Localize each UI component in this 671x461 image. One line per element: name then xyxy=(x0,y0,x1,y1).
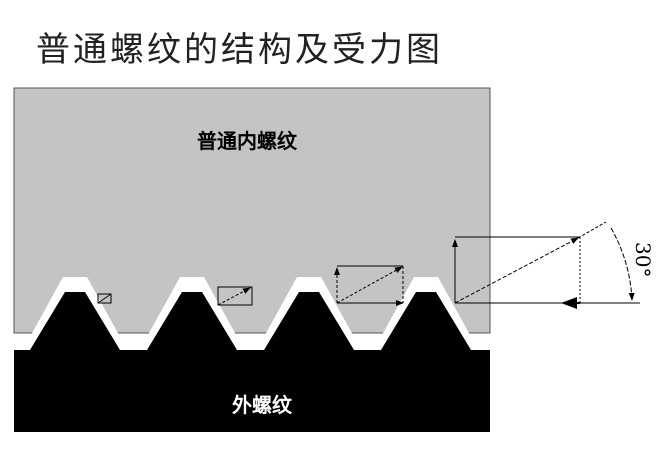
external-thread-label: 外螺纹 xyxy=(232,393,293,417)
internal-thread-label: 普通内螺纹 xyxy=(197,129,298,153)
external-thread-body xyxy=(14,292,490,432)
force-diagram-small-1 xyxy=(97,293,112,304)
force-diagram-large xyxy=(452,221,640,309)
force-diagram-medium xyxy=(334,265,404,306)
angle-label: 30° xyxy=(631,242,655,277)
diagram-title: 普通螺纹的结构及受力图 xyxy=(36,30,443,70)
force-diagram-small-2 xyxy=(217,286,253,306)
